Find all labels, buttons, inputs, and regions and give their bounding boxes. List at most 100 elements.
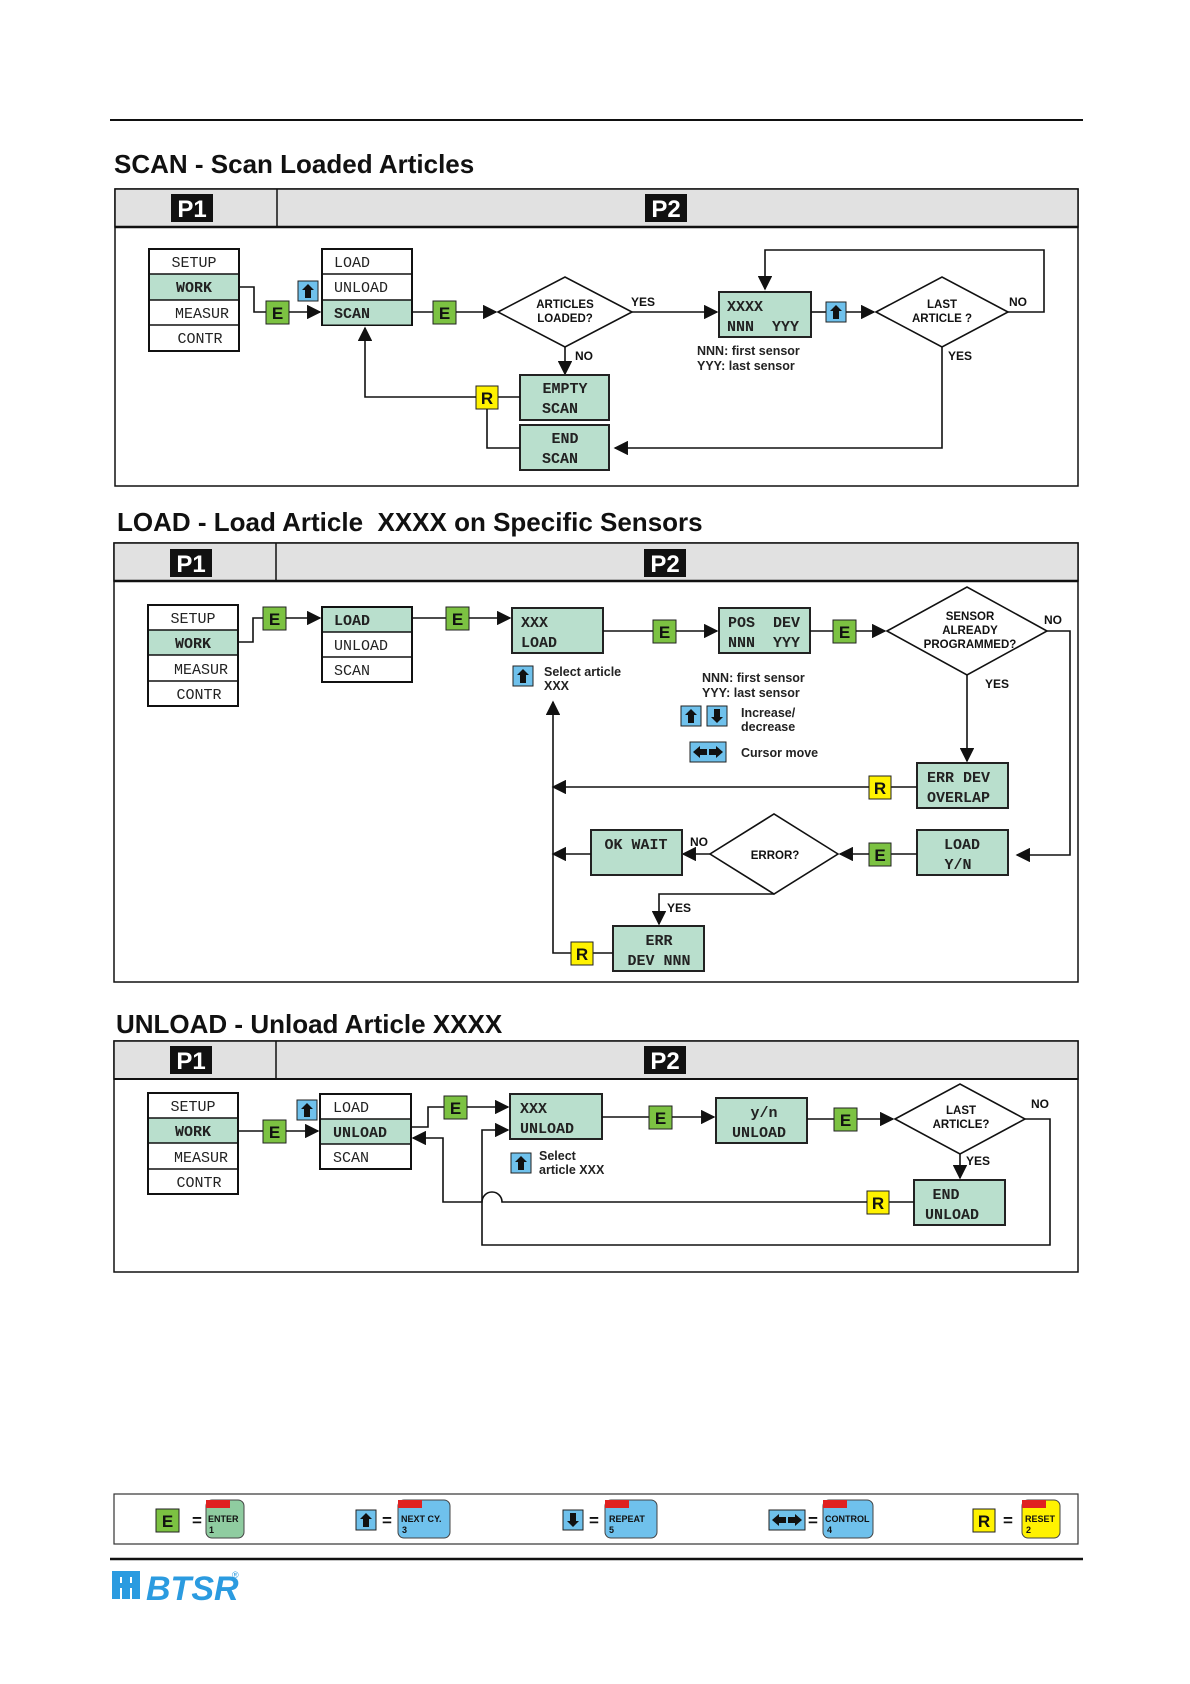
svg-text:ERROR?: ERROR? — [751, 850, 800, 862]
svg-text:Cursor move: Cursor move — [741, 746, 818, 760]
svg-text:YYY: last sensor: YYY: last sensor — [697, 359, 795, 373]
svg-text:NNN YYY: NNN YYY — [727, 319, 799, 336]
scan-p2-menu[interactable]: LOAD UNLOAD SCAN — [321, 248, 413, 326]
svg-text:NNN YYY: NNN YYY — [728, 635, 800, 652]
svg-text:YYY: last sensor: YYY: last sensor — [702, 686, 800, 700]
svg-text:YES: YES — [667, 901, 691, 915]
svg-text:R: R — [576, 945, 588, 964]
svg-text:BTSR: BTSR — [146, 1570, 239, 1608]
svg-text:LAST: LAST — [946, 1105, 976, 1117]
menu-item-measur[interactable]: MEASUR — [174, 1150, 228, 1167]
load-p2-menu[interactable]: LOAD UNLOAD SCAN — [321, 606, 413, 683]
menu-item-measur[interactable]: MEASUR — [174, 662, 228, 679]
unload-p1-menu[interactable]: SETUP WORK MEASUR CONTR — [147, 1092, 239, 1195]
svg-text:XXX: XXX — [521, 615, 548, 632]
display-yn-unload — [715, 1097, 808, 1144]
svg-text:E: E — [162, 1512, 173, 1531]
svg-text:LAST: LAST — [927, 299, 957, 311]
svg-text:XXX: XXX — [544, 679, 570, 693]
menu-item-contr[interactable]: CONTR — [177, 331, 222, 348]
svg-text:RESET: RESET — [1025, 1514, 1056, 1524]
svg-text:NO: NO — [690, 835, 708, 849]
load-header — [113, 542, 1079, 582]
svg-text:E: E — [659, 623, 670, 642]
p1-label: P1 — [177, 196, 206, 223]
unload-p2-menu[interactable]: LOAD UNLOAD SCAN — [319, 1093, 412, 1170]
menu-item-contr[interactable]: CONTR — [176, 1175, 221, 1192]
menu-item-contr[interactable]: CONTR — [176, 687, 221, 704]
svg-text:NEXT CY.: NEXT CY. — [401, 1514, 442, 1524]
logo-mark-icon — [112, 1571, 140, 1599]
up-key-icon — [512, 665, 534, 687]
unload-section: UNLOAD - Unload Article XXXX P1 P2 SETUP… — [113, 1009, 1079, 1273]
svg-text:3: 3 — [402, 1525, 407, 1535]
svg-text:END: END — [551, 431, 578, 448]
menu-item-setup[interactable]: SETUP — [171, 255, 216, 272]
repeat-button-key: REPEAT 5 — [604, 1499, 658, 1539]
svg-text:NO: NO — [575, 349, 593, 363]
scan-section: SCAN - Scan Loaded Articles P1 P2 SETUP … — [114, 149, 1079, 487]
svg-text:REPEAT: REPEAT — [609, 1514, 645, 1524]
scan-p1-menu[interactable]: SETUP WORK MEASUR CONTR — [148, 248, 240, 352]
svg-text:YES: YES — [631, 295, 655, 309]
menu-item-measur[interactable]: MEASUR — [175, 306, 229, 323]
svg-text:E: E — [839, 623, 850, 642]
menu-item-work[interactable]: WORK — [175, 636, 211, 653]
svg-text:LOADED?: LOADED? — [537, 313, 593, 325]
svg-text:LOAD: LOAD — [944, 837, 980, 854]
svg-text:y/n: y/n — [750, 1105, 777, 1122]
svg-text:ARTICLES: ARTICLES — [536, 299, 594, 311]
menu-item-scan[interactable]: SCAN — [334, 306, 370, 323]
svg-text:NO: NO — [1031, 1097, 1049, 1111]
svg-text:E: E — [452, 610, 463, 629]
svg-text:PROGRAMMED?: PROGRAMMED? — [924, 639, 1017, 651]
menu-item-work[interactable]: WORK — [176, 280, 212, 297]
menu-item-unload[interactable]: UNLOAD — [333, 1125, 387, 1142]
menu-item-unload[interactable]: UNLOAD — [334, 638, 388, 655]
display-pos-dev — [718, 607, 811, 654]
svg-text:LOAD: LOAD — [521, 635, 557, 652]
svg-text:ARTICLE ?: ARTICLE ? — [912, 313, 972, 325]
svg-text:ERR DEV: ERR DEV — [927, 770, 990, 787]
menu-item-scan[interactable]: SCAN — [333, 1150, 369, 1167]
svg-text:OK WAIT: OK WAIT — [604, 837, 667, 854]
reset-button-key: RESET 2 — [1021, 1499, 1061, 1539]
svg-text:5: 5 — [609, 1525, 614, 1535]
svg-text:E: E — [272, 304, 283, 323]
svg-text:=: = — [589, 1511, 599, 1530]
svg-text:article XXX: article XXX — [539, 1163, 605, 1177]
enter-button-key: ENTER 1 — [205, 1499, 245, 1539]
load-p1-menu[interactable]: SETUP WORK MEASUR CONTR — [147, 604, 239, 707]
svg-text:=: = — [192, 1511, 202, 1530]
svg-text:=: = — [1003, 1511, 1013, 1530]
menu-item-setup[interactable]: SETUP — [170, 1099, 215, 1116]
svg-text:CONTROL: CONTROL — [825, 1514, 870, 1524]
svg-text:E: E — [269, 610, 280, 629]
svg-text:YES: YES — [948, 349, 972, 363]
svg-text:SCAN: SCAN — [542, 451, 578, 468]
display-load-yn — [916, 829, 1009, 876]
svg-text:R: R — [874, 779, 886, 798]
p1-label: P1 — [176, 551, 205, 578]
menu-item-unload[interactable]: UNLOAD — [334, 280, 388, 297]
svg-text:ALREADY: ALREADY — [942, 625, 998, 637]
display-article-sensors — [718, 291, 812, 338]
svg-text:END: END — [932, 1187, 959, 1204]
btsr-logo: BTSR ® — [112, 1570, 239, 1608]
menu-item-load[interactable]: LOAD — [333, 1100, 369, 1117]
menu-item-work[interactable]: WORK — [175, 1124, 211, 1141]
p2-label: P2 — [650, 1048, 679, 1075]
scan-title: SCAN - Scan Loaded Articles — [114, 149, 474, 179]
menu-item-load[interactable]: LOAD — [334, 613, 370, 630]
svg-text:E: E — [450, 1099, 461, 1118]
menu-item-scan[interactable]: SCAN — [334, 663, 370, 680]
menu-item-load[interactable]: LOAD — [334, 255, 370, 272]
menu-item-setup[interactable]: SETUP — [170, 611, 215, 628]
svg-text:ERR: ERR — [645, 933, 672, 950]
svg-text:E: E — [840, 1111, 851, 1130]
up-key-icon — [355, 1509, 377, 1531]
svg-text:EMPTY: EMPTY — [542, 381, 587, 398]
svg-text:SCAN: SCAN — [542, 401, 578, 418]
svg-text:R: R — [978, 1512, 990, 1531]
